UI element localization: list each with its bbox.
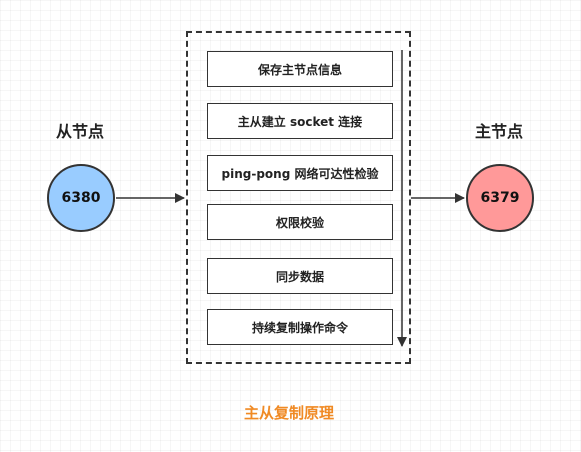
step-continuous-replication: 持续复制操作命令 bbox=[207, 309, 393, 345]
step-save-master-info: 保存主节点信息 bbox=[207, 51, 393, 87]
step-sync-data: 同步数据 bbox=[207, 258, 393, 294]
master-node: 6379 bbox=[466, 164, 534, 232]
slave-node-port: 6380 bbox=[61, 190, 101, 206]
step-ping-pong-check: ping-pong 网络可达性检验 bbox=[207, 155, 393, 191]
slave-node: 6380 bbox=[47, 164, 115, 232]
master-node-title: 主节点 bbox=[474, 122, 523, 141]
replication-process-group bbox=[186, 31, 411, 364]
master-node-port: 6379 bbox=[480, 190, 520, 206]
diagram-caption: 主从复制原理 bbox=[243, 404, 334, 422]
step-establish-socket: 主从建立 socket 连接 bbox=[207, 103, 393, 139]
step-auth-check: 权限校验 bbox=[207, 204, 393, 240]
slave-node-title: 从节点 bbox=[55, 122, 104, 141]
